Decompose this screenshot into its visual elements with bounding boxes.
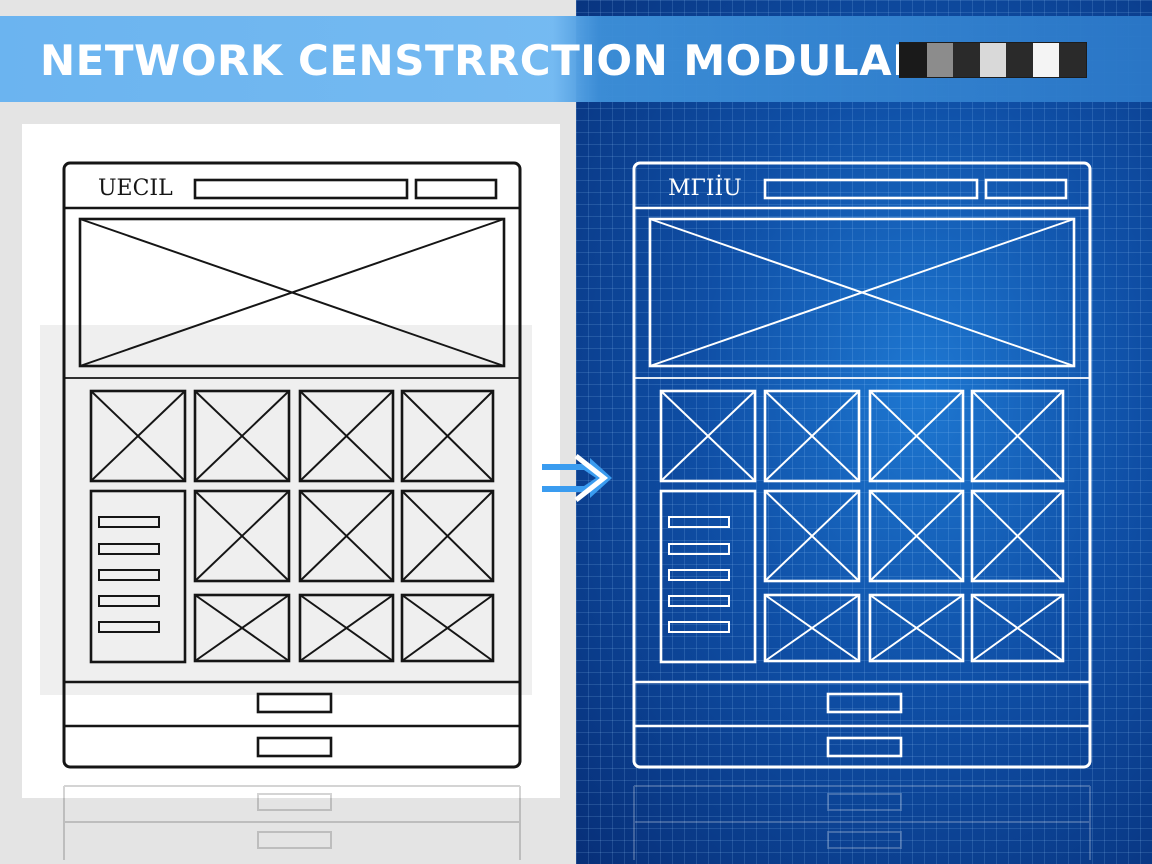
- swatch-1: [926, 43, 954, 77]
- grid-box-r1-0: [659, 389, 757, 483]
- outer-frame: [62, 161, 522, 769]
- grid-box-r1-3: [400, 389, 495, 483]
- arrow-head: [574, 454, 609, 502]
- footer-button-2: [826, 736, 903, 758]
- swatch-3: [979, 43, 1007, 77]
- hero-image-placeholder: [78, 217, 506, 368]
- swatch-5: [1032, 43, 1060, 77]
- grid-box-r2-2: [868, 489, 965, 583]
- grid-box-r2-1: [763, 489, 861, 583]
- color-swatch-bar: [900, 43, 1087, 77]
- hero-image-placeholder: [648, 217, 1076, 368]
- blueprint-grid: [576, 0, 1152, 864]
- header-button-bar: [984, 178, 1068, 200]
- header-search-bar: [193, 178, 409, 200]
- sidebar-line-2: [98, 569, 160, 581]
- grid-box-r2-3: [400, 489, 495, 583]
- grid-box-r3-1: [193, 593, 291, 663]
- sidebar-line-4: [668, 621, 730, 633]
- outer-frame: [632, 161, 1092, 769]
- sidebar-line-0: [98, 516, 160, 528]
- sidebar-panel: [89, 489, 187, 664]
- grid-box-r3-1: [763, 593, 861, 663]
- sidebar-line-3: [98, 595, 160, 607]
- grid-box-r2-1: [193, 489, 291, 583]
- reflection-button-1: [257, 793, 332, 811]
- swatch-0: [900, 43, 927, 77]
- grid-box-r3-2: [298, 593, 395, 663]
- swatch-4: [1006, 43, 1033, 77]
- sidebar-panel: [659, 489, 757, 664]
- swatch-6: [1059, 43, 1087, 77]
- grid-box-r1-1: [763, 389, 861, 483]
- header-search-bar: [763, 178, 979, 200]
- left-wireframe-reflection: [63, 785, 521, 860]
- double-right-arrow-icon: [542, 454, 612, 502]
- grid-box-r1-1: [193, 389, 291, 483]
- swatch-2: [953, 43, 980, 77]
- grid-box-r3-3: [400, 593, 495, 663]
- page-title: NETWORK CENSTRRCTION MODULAING: [40, 36, 979, 85]
- sidebar-line-3: [668, 595, 730, 607]
- grid-box-r1-2: [868, 389, 965, 483]
- grid-box-r1-0: [89, 389, 187, 483]
- right-wireframe-header-label: MΓΙİU: [668, 176, 742, 201]
- header-button-bar: [414, 178, 498, 200]
- grid-box-r1-2: [298, 389, 395, 483]
- footer-button-2: [256, 736, 333, 758]
- reflection-button-2: [257, 831, 332, 849]
- sidebar-line-4: [98, 621, 160, 633]
- left-panel-shade: [40, 325, 532, 695]
- sidebar-line-0: [668, 516, 730, 528]
- grid-box-r3-2: [868, 593, 965, 663]
- reflection-button-2: [827, 831, 902, 849]
- grid-box-r2-2: [298, 489, 395, 583]
- grid-box-r2-3: [970, 489, 1065, 583]
- footer-button-1: [256, 692, 333, 714]
- sidebar-line-1: [668, 543, 730, 555]
- right-wireframe-reflection: [633, 785, 1091, 860]
- grid-box-r3-3: [970, 593, 1065, 663]
- sidebar-line-2: [668, 569, 730, 581]
- left-wireframe-header-label: UECIL: [98, 176, 173, 201]
- grid-box-r1-3: [970, 389, 1065, 483]
- sidebar-line-1: [98, 543, 160, 555]
- right-background: [576, 0, 1152, 864]
- footer-button-1: [826, 692, 903, 714]
- reflection-button-1: [827, 793, 902, 811]
- left-wireframe: [62, 161, 522, 769]
- right-wireframe: [632, 161, 1092, 769]
